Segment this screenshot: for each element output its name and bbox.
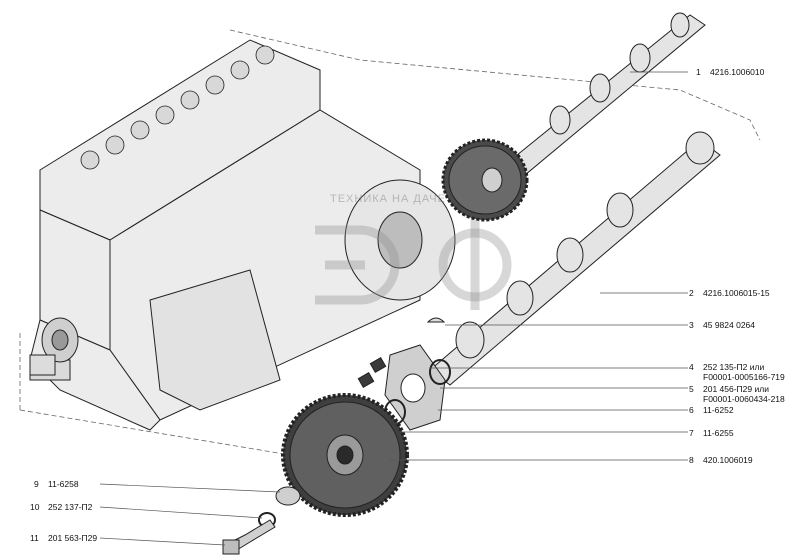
callout-part-3: 45 9824 0264 xyxy=(703,320,755,330)
thrust-flange xyxy=(384,344,446,431)
camshaft-gear-lower xyxy=(281,393,409,517)
callout-part-2: 4216.1006015-15 xyxy=(703,288,770,298)
woodruff-key xyxy=(426,317,446,323)
thrust-washer xyxy=(275,486,301,506)
crank-pulley xyxy=(29,317,79,376)
gear-bolt xyxy=(222,519,276,555)
callout-num-10: 10 xyxy=(30,502,40,512)
callout-num-9: 9 xyxy=(34,479,39,489)
watermark-logo xyxy=(315,220,512,310)
camshaft-upper xyxy=(479,12,706,201)
watermark-text: ТЕХНИКА НА ДАЧЕ xyxy=(330,193,446,205)
callout-part-8: 420.1006019 xyxy=(703,455,753,465)
callout-part-10: 252 137-П2 xyxy=(48,502,93,512)
camshaft-gear-upper xyxy=(441,138,529,222)
callout-num-4: 4 xyxy=(689,362,694,372)
callout-num-5: 5 xyxy=(689,384,694,394)
callout-num-2: 2 xyxy=(689,288,694,298)
callout-part-9: 11-6258 xyxy=(48,479,79,489)
valve-springs xyxy=(80,45,275,170)
callout-num-7: 7 xyxy=(689,428,694,438)
callout-part-5: 201 456-П29 или xyxy=(703,384,769,394)
timing-cover xyxy=(344,179,456,301)
engine-block xyxy=(29,39,421,431)
callout-part-5-alt: F00001-0060434-218 xyxy=(703,394,785,404)
callout-num-3: 3 xyxy=(689,320,694,330)
callout-part-7: 11-6255 xyxy=(703,428,734,438)
callout-num-11: 11 xyxy=(30,533,39,543)
callout-part-4: 252 135-П2 или xyxy=(703,362,765,372)
camshaft-lower xyxy=(429,131,721,386)
callout-part-11: 201 563-П29 xyxy=(48,533,98,543)
callout-part-6: 11-6252 xyxy=(703,405,734,415)
assembly-frame xyxy=(19,29,761,456)
callout-num-1: 1 xyxy=(696,67,701,77)
callout-part-4-alt: F00001-0005166-719 xyxy=(703,372,785,382)
callout-part-1: 4216.1006010 xyxy=(710,67,765,77)
callout-num-8: 8 xyxy=(689,455,694,465)
leader-lines xyxy=(99,71,688,546)
flange-bolts xyxy=(357,356,387,389)
callout-num-6: 6 xyxy=(689,405,694,415)
